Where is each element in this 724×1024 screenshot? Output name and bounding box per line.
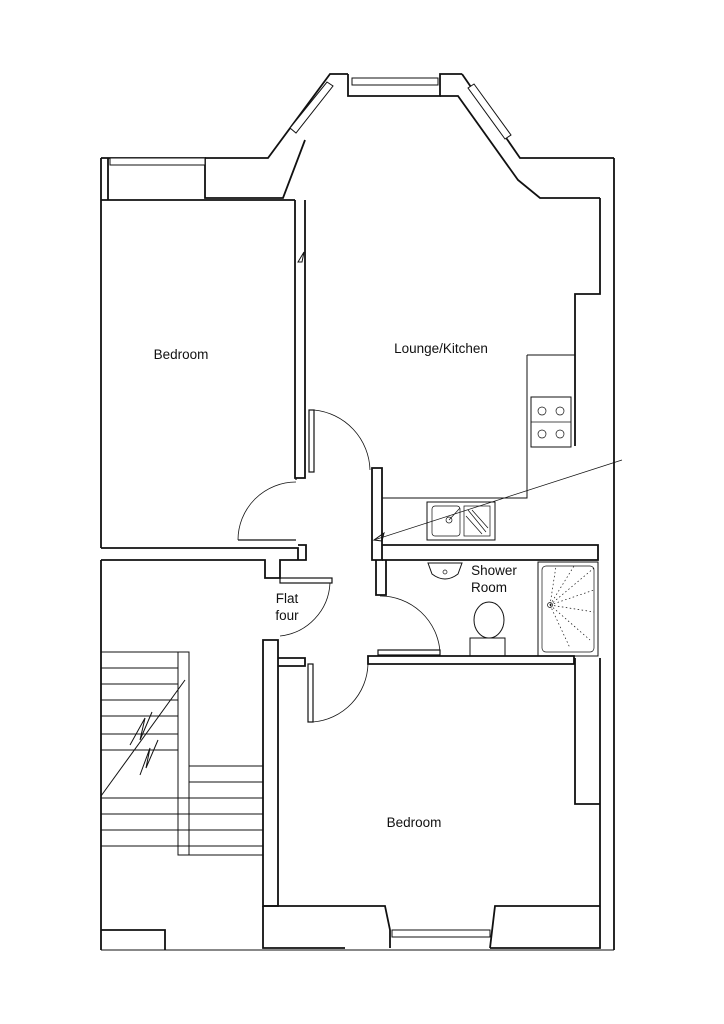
basin	[427, 562, 463, 580]
label-bedroom-upper: Bedroom	[154, 347, 209, 362]
label-lounge-kitchen: Lounge/Kitchen	[394, 341, 488, 356]
window-bay-left	[289, 81, 334, 134]
label-shower-room-line1: Shower	[471, 563, 517, 578]
door-leaf-shower	[377, 649, 441, 656]
annotation-line	[373, 459, 623, 541]
staircase	[100, 651, 263, 856]
door-leaf-lower-bedroom	[307, 663, 314, 723]
label-shower-room-line2: Room	[471, 580, 507, 595]
exterior-walls	[100, 73, 615, 951]
toilet	[469, 601, 506, 657]
door-leaf-lounge	[308, 409, 315, 473]
label-bedroom-lower: Bedroom	[387, 815, 442, 830]
doors	[237, 251, 441, 723]
label-flat-line1: Flat	[276, 591, 299, 606]
windows	[109, 77, 512, 938]
window-bay-right	[467, 83, 512, 140]
window-left-bedroom	[109, 157, 206, 166]
internal-walls	[101, 200, 599, 907]
door-swing-left-bedroom	[237, 481, 297, 541]
window-bay-top	[351, 77, 439, 86]
door-leaf-entrance	[279, 577, 333, 584]
shower-tray	[537, 561, 599, 657]
kitchen-sink	[426, 501, 496, 541]
window-lower-bedroom	[391, 929, 491, 938]
label-flat-line2: four	[275, 608, 299, 623]
hob	[530, 396, 572, 448]
